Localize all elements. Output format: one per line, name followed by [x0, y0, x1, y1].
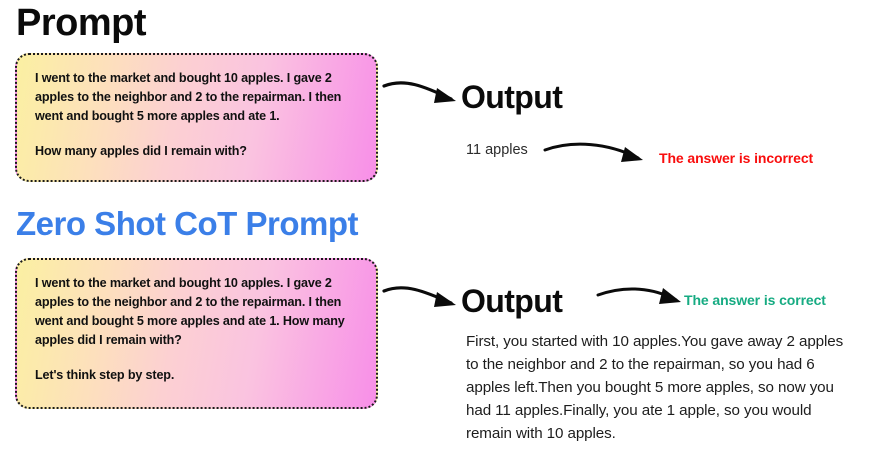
output-heading-basic: Output	[461, 79, 563, 115]
prompt-paragraph: I went to the market and bought 10 apple…	[35, 71, 342, 123]
prompt-paragraph-trigger: Let's think step by step.	[35, 367, 175, 382]
page-title-prompt: Prompt	[16, 2, 147, 44]
verdict-incorrect-label: The answer is incorrect	[659, 150, 814, 166]
prompt-paragraph: How many apples did I remain with?	[35, 143, 247, 158]
prompt-paragraph: I went to the market and bought 10 apple…	[35, 276, 345, 347]
prompt-box-zero-shot-cot: I went to the market and bought 10 apple…	[15, 258, 378, 409]
prompt-box-basic: I went to the market and bought 10 apple…	[15, 53, 378, 182]
page-title-zero-shot-cot: Zero Shot CoT Prompt	[16, 205, 358, 242]
arrow-answer-to-verdict-incorrect-icon	[543, 142, 643, 162]
arrow-cot-prompt-to-output-icon	[382, 286, 456, 307]
output-answer-basic: 11 apples	[466, 142, 528, 158]
output-answer-zero-shot-cot: First, you started with 10 apples.You ga…	[466, 333, 844, 443]
arrow-output-to-verdict-correct-icon	[596, 287, 681, 304]
verdict-correct-label: The answer is correct	[684, 292, 826, 308]
output-heading-zero-shot-cot: Output	[461, 283, 563, 319]
arrow-prompt-to-output-icon	[382, 81, 456, 103]
